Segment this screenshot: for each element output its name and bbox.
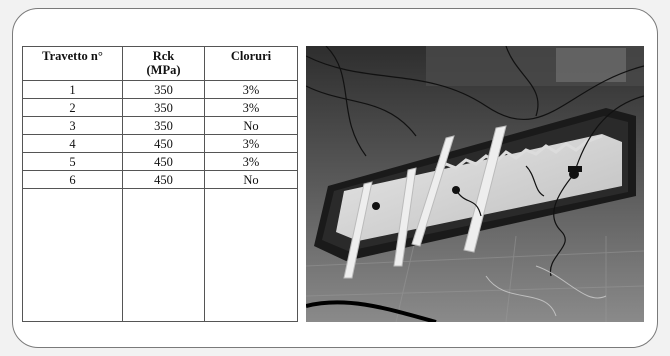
cell-n: 2 bbox=[22, 98, 123, 117]
empty-cell bbox=[22, 188, 123, 322]
cell-n: 1 bbox=[22, 80, 123, 99]
equipment-box bbox=[556, 48, 626, 82]
cell-cloruri: 3% bbox=[204, 80, 298, 99]
cell-rck: 450 bbox=[122, 170, 205, 189]
header-travetto-label: Travetto n° bbox=[42, 49, 103, 63]
table-row: 5 450 3% bbox=[22, 152, 298, 171]
table-row: 2 350 3% bbox=[22, 98, 298, 117]
header-rck-label: Rck bbox=[152, 49, 175, 63]
beam-edge bbox=[435, 134, 603, 172]
cell-cloruri: 3% bbox=[204, 152, 298, 171]
table-container: Travetto n° Rck (MPa) Cloruri 1 350 3% bbox=[22, 46, 298, 322]
floor-tiles bbox=[306, 235, 644, 322]
cell-rck: 350 bbox=[122, 80, 205, 99]
empty-cell bbox=[122, 188, 205, 322]
cell-n: 6 bbox=[22, 170, 123, 189]
cell-cloruri: No bbox=[204, 116, 298, 135]
header-rck: Rck (MPa) bbox=[122, 46, 205, 81]
test-setup-photo bbox=[306, 46, 644, 322]
cross-bars bbox=[343, 125, 507, 279]
cell-rck: 450 bbox=[122, 134, 205, 153]
table-row: 3 350 No bbox=[22, 116, 298, 135]
table-header-row: Travetto n° Rck (MPa) Cloruri bbox=[22, 46, 298, 81]
figure: Travetto n° Rck (MPa) Cloruri 1 350 3% bbox=[22, 46, 644, 322]
foreground-cable bbox=[306, 300, 437, 322]
cell-n: 3 bbox=[22, 116, 123, 135]
table-empty-row bbox=[22, 188, 298, 322]
header-cloruri: Cloruri bbox=[204, 46, 298, 81]
cell-rck: 350 bbox=[122, 98, 205, 117]
table-row: 1 350 3% bbox=[22, 80, 298, 99]
cell-cloruri: 3% bbox=[204, 98, 298, 117]
specimen-table: Travetto n° Rck (MPa) Cloruri 1 350 3% bbox=[22, 46, 298, 322]
table-row: 6 450 No bbox=[22, 170, 298, 189]
header-rck-unit: (MPa) bbox=[146, 63, 181, 77]
floor-wires bbox=[485, 265, 607, 317]
wires bbox=[306, 46, 644, 277]
header-cloruri-label: Cloruri bbox=[230, 49, 272, 63]
cell-n: 4 bbox=[22, 134, 123, 153]
header-travetto: Travetto n° bbox=[22, 46, 123, 81]
cell-cloruri: 3% bbox=[204, 134, 298, 153]
cell-rck: 450 bbox=[122, 152, 205, 171]
cell-rck: 350 bbox=[122, 116, 205, 135]
cell-cloruri: No bbox=[204, 170, 298, 189]
photo-illustration bbox=[306, 46, 644, 322]
cell-n: 5 bbox=[22, 152, 123, 171]
table-row: 4 450 3% bbox=[22, 134, 298, 153]
empty-cell bbox=[204, 188, 298, 322]
